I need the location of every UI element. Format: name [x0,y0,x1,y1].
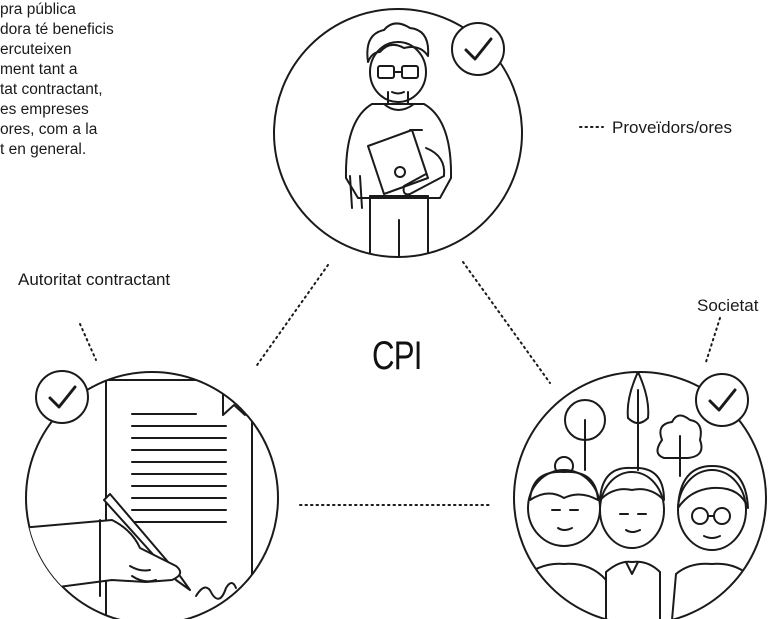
person-face [527,469,601,547]
signature [195,582,237,600]
authority-circle [25,371,279,619]
tablet [367,129,429,195]
check-badge-icon [451,22,505,76]
document-signing-icon [26,379,253,619]
torso [344,103,453,199]
suppliers-node [273,8,523,258]
connector-lines [79,126,721,506]
glasses-right [401,65,419,79]
check-mark [464,37,493,61]
society-circle [513,371,767,619]
check-mark [708,388,737,412]
person-face [599,471,665,549]
authority-node [25,370,279,619]
glasses-left [377,65,395,79]
intro-line: t en general. [0,141,87,158]
intro-line: dora té beneficis [0,21,114,38]
hair [366,22,430,63]
head [369,41,427,103]
document-lines [131,413,227,523]
authority-leader-line [79,323,97,361]
connector-top-left [254,264,329,369]
society-node [513,371,767,619]
intro-line: es empreses [0,101,89,118]
cpi-center-label: CPI [372,334,422,378]
society-label: Societat [697,296,759,315]
intro-line: pra pública [0,1,76,18]
society-leader-line [705,317,721,363]
authority-label: Autoritat contractant [18,270,171,289]
suppliers-label: Proveïdors/ores [612,118,732,137]
document [105,379,253,619]
person-with-tablet-icon [344,22,453,257]
check-badge-icon [695,373,749,427]
intro-line: ores, com a la [0,121,98,138]
legs [369,195,429,257]
intro-line: ercuteixen [0,41,72,58]
tree [656,414,703,459]
intro-line: ment tant a [0,61,78,78]
check-mark [48,385,77,409]
check-badge-icon [35,370,89,424]
connector-top-right [462,261,551,384]
intro-line: tat contractant, [0,81,103,98]
intro-paragraph: pra pública dora té beneficis ercuteixen… [0,0,160,160]
people-and-trees-icon [519,372,753,619]
